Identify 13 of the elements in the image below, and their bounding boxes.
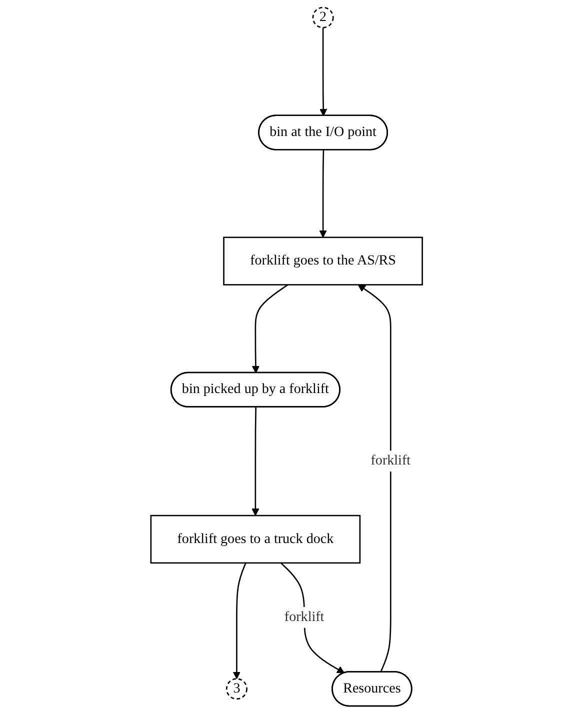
arrow xyxy=(320,28,328,116)
node-box: forklift goes to a truck dock xyxy=(150,514,361,564)
edge-label: forklift xyxy=(371,453,411,468)
arrow xyxy=(320,150,328,238)
node-circle: 3 xyxy=(226,678,248,700)
node-box: forklift goes to the AS/RS xyxy=(224,236,424,286)
arrow xyxy=(233,562,247,680)
arrow xyxy=(252,284,289,374)
arrow xyxy=(252,407,260,516)
edge-label: forklift xyxy=(284,609,325,624)
arrow xyxy=(280,562,346,674)
arrow xyxy=(358,284,392,672)
node-circle: 2 xyxy=(312,6,334,28)
